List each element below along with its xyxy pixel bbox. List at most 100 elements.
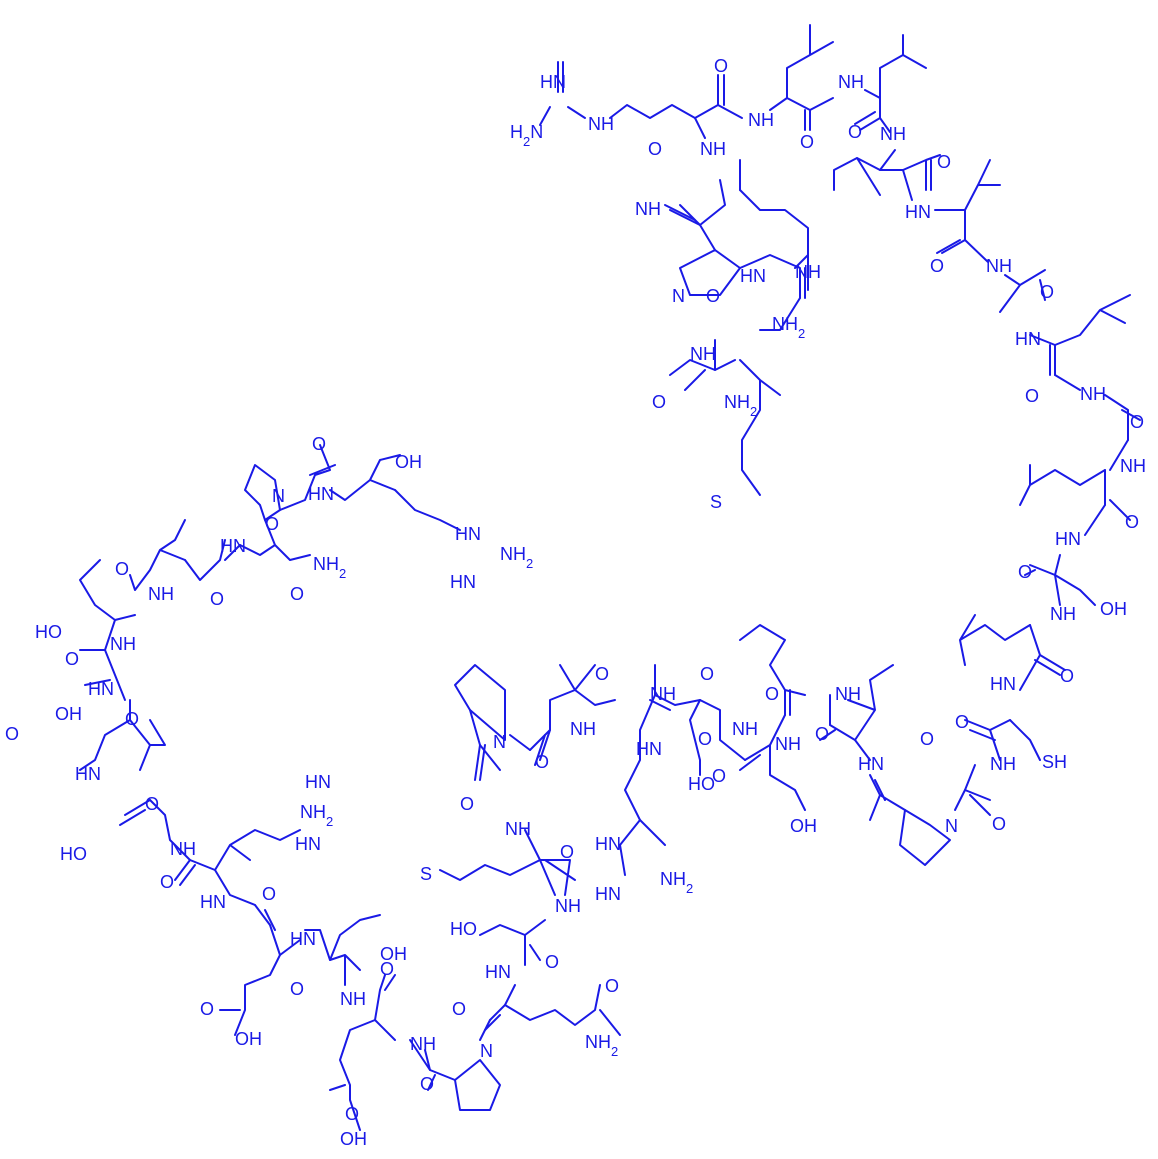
atom-label: HN — [540, 72, 566, 92]
atom-label: NH — [795, 262, 821, 282]
atom-label: NH — [732, 719, 758, 739]
atom-label: NH — [505, 819, 531, 839]
atom-label: HN — [905, 202, 931, 222]
atom-label: N — [493, 732, 506, 752]
atom-label: NH — [635, 199, 661, 219]
atom-label: O — [848, 122, 862, 142]
atom-label: H2N — [510, 122, 543, 149]
atom-label: O — [345, 1104, 359, 1124]
atom-label: O — [698, 729, 712, 749]
atom-label: O — [290, 979, 304, 999]
atom-label: NH — [880, 124, 906, 144]
atom-label: OH — [55, 704, 82, 724]
atom-label: NH — [838, 72, 864, 92]
atom-label: O — [115, 559, 129, 579]
atom-label: NH — [1120, 456, 1146, 476]
atom-label: O — [920, 729, 934, 749]
atom-label: O — [265, 514, 279, 534]
atom-label: N — [272, 486, 285, 506]
atom-label: OH — [1100, 599, 1127, 619]
atom-label: HN — [455, 524, 481, 544]
atom-label: NH2 — [585, 1032, 618, 1059]
atom-label: O — [160, 872, 174, 892]
atom-label: O — [992, 814, 1006, 834]
atom-label: O — [1040, 282, 1054, 302]
atom-label: O — [930, 256, 944, 276]
bottom-chain-bonds — [79, 444, 501, 1131]
atom-label: O — [1060, 666, 1074, 686]
atom-label: SH — [1042, 752, 1067, 772]
atom-label: O — [262, 884, 276, 904]
atom-label: O — [595, 664, 609, 684]
atom-label: O — [1130, 412, 1144, 432]
atom-label: HN — [220, 536, 246, 556]
atom-label: O — [605, 976, 619, 996]
top-atom-labels: HN H2N NH NH NH O O NH O NH HN O O NH O … — [510, 56, 1146, 836]
top-chain-bonds — [539, 24, 1141, 816]
atom-label: HO — [688, 774, 715, 794]
atom-label: O — [535, 752, 549, 772]
atom-label: N — [945, 816, 958, 836]
atom-label: O — [815, 724, 829, 744]
atom-label: NH2 — [500, 544, 533, 571]
atom-label: NH2 — [724, 392, 757, 419]
atom-label: O — [312, 434, 326, 454]
atom-label: O — [65, 649, 79, 669]
atom-label: O — [545, 952, 559, 972]
bottom-atom-labels: NH O O OH O NH O OH HN O OH HN O HN NH2 … — [5, 434, 533, 1149]
atom-label: HO — [450, 919, 477, 939]
atom-label: O — [560, 842, 574, 862]
atom-label: O — [290, 584, 304, 604]
atom-label: N — [480, 1041, 493, 1061]
atom-label: NH — [588, 114, 614, 134]
atom-label: NH — [1050, 604, 1076, 624]
atom-label: S — [710, 492, 722, 512]
atom-label: HN — [308, 484, 334, 504]
atom-label: NH — [990, 754, 1016, 774]
atom-label: HN — [990, 674, 1016, 694]
atom-label: NH — [748, 110, 774, 130]
atom-label: O — [648, 139, 662, 159]
atom-label: O — [712, 766, 726, 786]
middle-atom-labels: O HN O NH O NH O NH OH HO O NH HN NH2 HN… — [420, 664, 934, 1061]
atom-label: HN — [1055, 529, 1081, 549]
atom-label: HO — [35, 622, 62, 642]
atom-label: O — [800, 132, 814, 152]
atom-label: O — [714, 56, 728, 76]
atom-label: HN — [740, 266, 766, 286]
atom-label: O — [1025, 386, 1039, 406]
atom-label: HN — [595, 834, 621, 854]
atom-label: HN — [636, 739, 662, 759]
atom-label: NH2 — [660, 869, 693, 896]
atom-label: HN — [88, 679, 114, 699]
atom-label: NH2 — [313, 554, 346, 581]
atom-label: O — [652, 392, 666, 412]
atom-label: O — [937, 152, 951, 172]
atom-label: O — [145, 794, 159, 814]
atom-label: NH — [410, 1034, 436, 1054]
atom-label: HN — [290, 929, 316, 949]
atom-label: NH — [148, 584, 174, 604]
atom-label: O — [452, 999, 466, 1019]
atom-label: O — [706, 286, 720, 306]
atom-label: NH — [570, 719, 596, 739]
atom-label: O — [210, 589, 224, 609]
atom-label: N — [672, 286, 685, 306]
atom-label: HN — [595, 884, 621, 904]
atom-label: OH — [380, 944, 407, 964]
atom-label: OH — [340, 1129, 367, 1149]
atom-label: O — [200, 999, 214, 1019]
atom-label: HN — [75, 764, 101, 784]
atom-label: NH2 — [772, 314, 805, 341]
atom-label: HO — [60, 844, 87, 864]
atom-label: NH — [835, 684, 861, 704]
atom-label: O — [1125, 512, 1139, 532]
atom-label: NH — [986, 256, 1012, 276]
atom-label: O — [1018, 562, 1032, 582]
atom-label: O — [420, 1074, 434, 1094]
atom-label: O — [125, 709, 139, 729]
atom-label: O — [380, 959, 394, 979]
atom-label: O — [765, 684, 779, 704]
